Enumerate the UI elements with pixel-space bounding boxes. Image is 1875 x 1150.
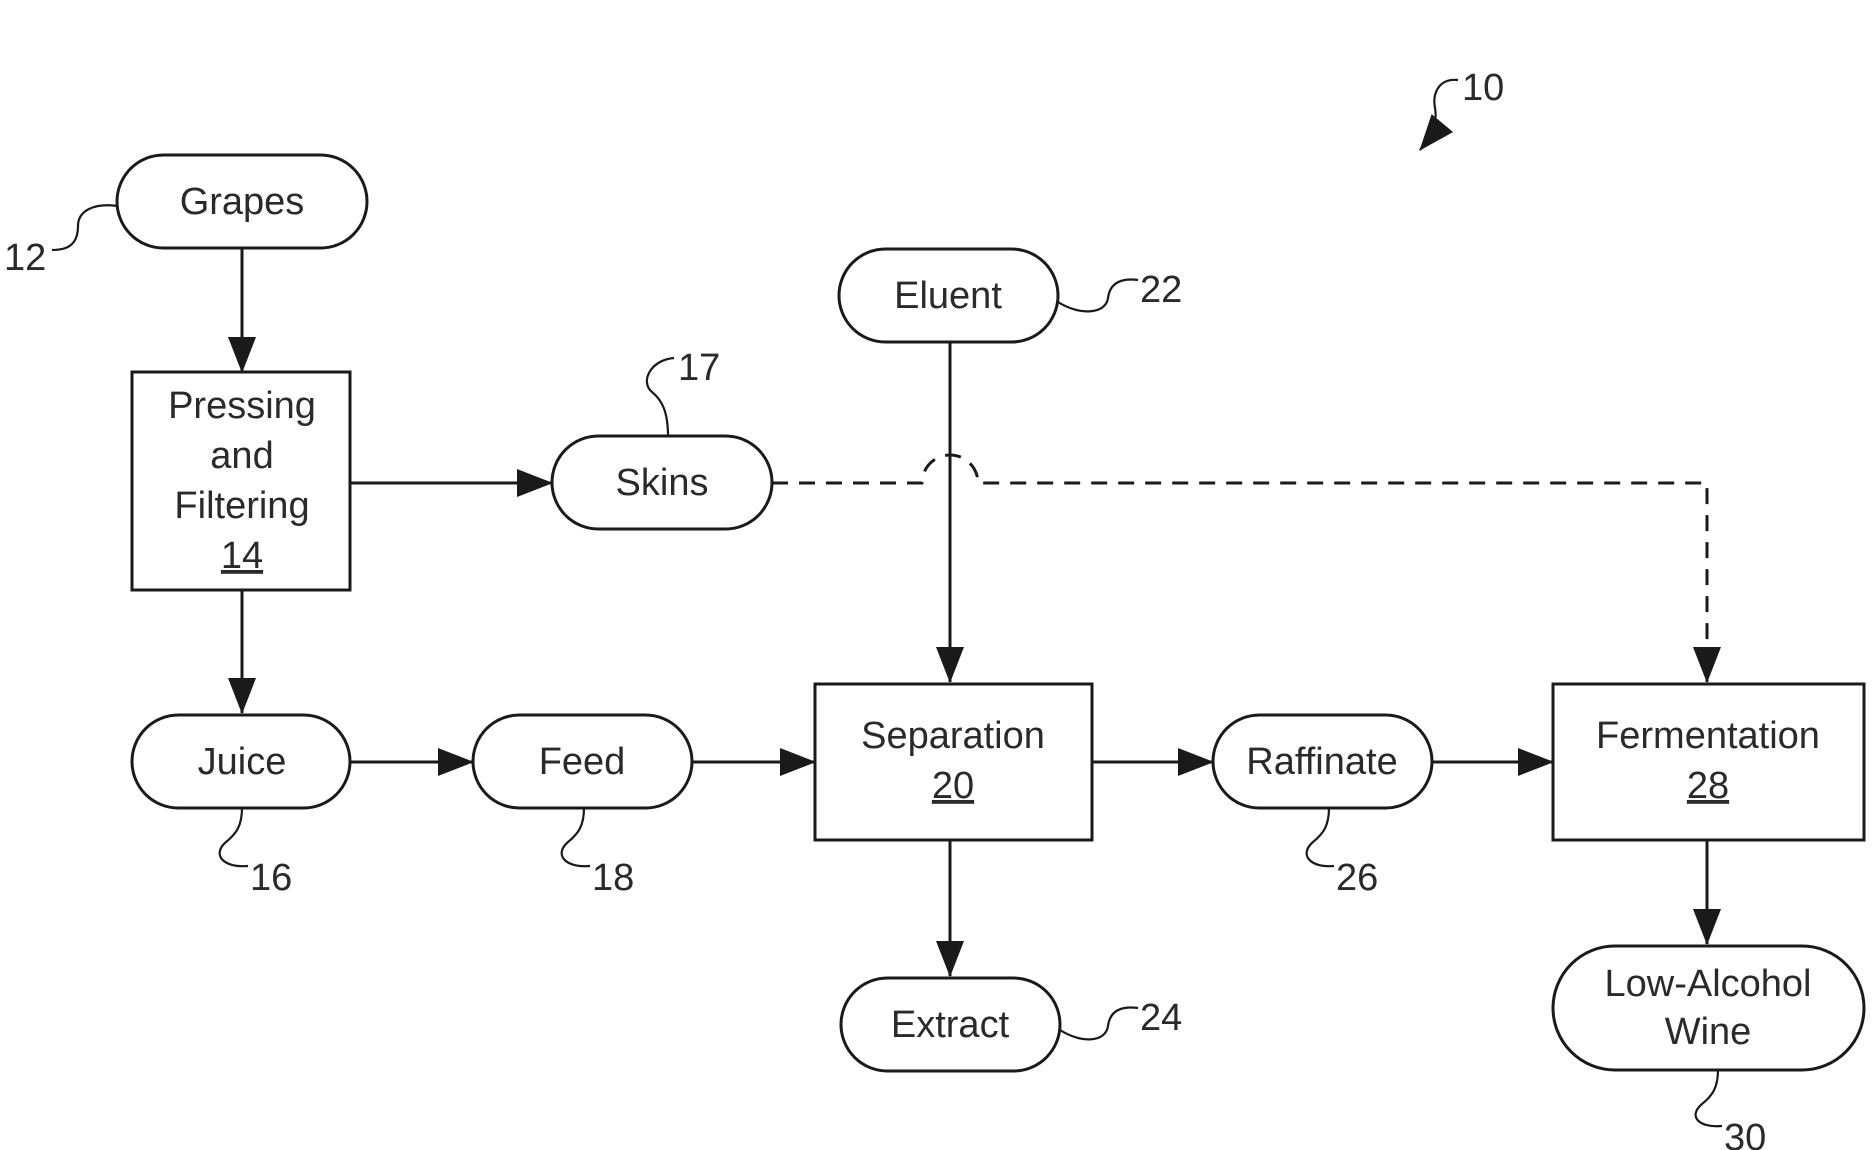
juice-ref: 16: [250, 857, 292, 899]
node-separation: Separation 20: [815, 684, 1092, 840]
node-eluent: Eluent 22: [839, 249, 1182, 342]
fermentation-ref: 28: [1687, 765, 1729, 807]
juice-label: Juice: [198, 741, 287, 783]
figure-reference: 10: [1420, 67, 1504, 150]
eluent-ref-leader: [1058, 280, 1138, 312]
node-extract: Extract 24: [841, 978, 1182, 1071]
juice-ref-leader: [220, 808, 248, 866]
node-skins: Skins 17: [552, 347, 772, 529]
figure-ref-label: 10: [1462, 67, 1504, 109]
figure-ref-leader: [1420, 80, 1458, 150]
pressing-label-line3: Filtering: [174, 485, 309, 527]
skins-ref-leader: [647, 358, 674, 436]
separation-label: Separation: [861, 715, 1045, 757]
edge-skins-to-fermentation-dashed: [772, 455, 1707, 682]
fermentation-box: [1553, 684, 1864, 840]
raffinate-ref: 26: [1336, 857, 1378, 899]
extract-ref: 24: [1140, 997, 1182, 1039]
separation-ref: 20: [932, 765, 974, 807]
node-pressing: Pressing and Filtering 14: [132, 372, 350, 590]
separation-box: [815, 684, 1092, 840]
pressing-ref: 14: [221, 535, 263, 577]
wine-label-line1: Low-Alcohol: [1605, 963, 1812, 1005]
skins-ref: 17: [678, 347, 720, 389]
fermentation-label: Fermentation: [1596, 715, 1820, 757]
feed-ref: 18: [592, 857, 634, 899]
grapes-label: Grapes: [180, 181, 305, 223]
eluent-label: Eluent: [894, 275, 1002, 317]
node-juice: Juice 16: [132, 715, 350, 899]
node-feed: Feed 18: [473, 715, 692, 899]
node-grapes: Grapes 12: [4, 155, 367, 279]
wine-ref-leader: [1696, 1070, 1722, 1126]
extract-label: Extract: [891, 1004, 1010, 1046]
raffinate-ref-leader: [1307, 808, 1334, 866]
eluent-ref: 22: [1140, 269, 1182, 311]
wine-label-line2: Wine: [1665, 1011, 1752, 1053]
pressing-label-line1: Pressing: [168, 385, 316, 427]
skins-label: Skins: [616, 462, 709, 504]
edges: [242, 248, 1707, 976]
feed-label: Feed: [539, 741, 626, 783]
grapes-ref-leader: [52, 205, 117, 250]
wine-ref: 30: [1724, 1117, 1766, 1150]
node-low-alcohol-wine: Low-Alcohol Wine 30: [1553, 946, 1864, 1150]
grapes-ref: 12: [4, 237, 46, 279]
pressing-label-line2: and: [210, 435, 273, 477]
node-fermentation: Fermentation 28: [1553, 684, 1864, 840]
raffinate-label: Raffinate: [1246, 741, 1397, 783]
extract-ref-leader: [1060, 1008, 1138, 1040]
node-raffinate: Raffinate 26: [1213, 715, 1432, 899]
feed-ref-leader: [562, 808, 590, 866]
